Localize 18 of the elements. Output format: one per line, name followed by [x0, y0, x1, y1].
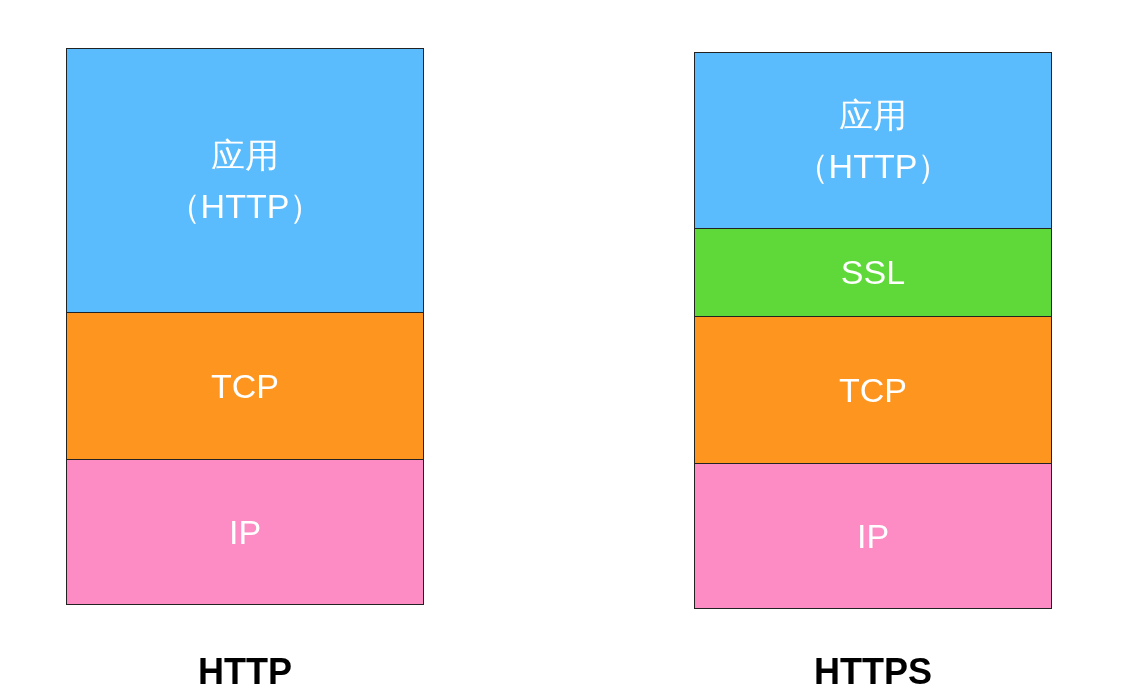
protocol-layer-box — [66, 48, 424, 313]
stack-caption: HTTP — [197, 652, 293, 692]
protocol-layer-box — [694, 52, 1052, 229]
stack-caption: HTTPS — [813, 652, 933, 692]
protocol-layer-box — [66, 312, 424, 460]
protocol-layer-box — [66, 459, 424, 605]
layer-label: TCP — [211, 365, 279, 407]
layer-label: 应用 — [211, 134, 279, 176]
protocol-layer-box — [694, 316, 1052, 464]
layer-label: IP — [228, 511, 262, 553]
layer-label: 应用 — [839, 94, 907, 136]
layer-label: SSL — [840, 252, 906, 293]
layer-label: （HTTP） — [794, 145, 952, 187]
protocol-layer-box — [694, 463, 1052, 609]
protocol-layer-box — [694, 228, 1052, 317]
layer-label: TCP — [839, 369, 907, 411]
layer-label: IP — [856, 515, 890, 557]
layer-label: （HTTP） — [166, 185, 324, 227]
